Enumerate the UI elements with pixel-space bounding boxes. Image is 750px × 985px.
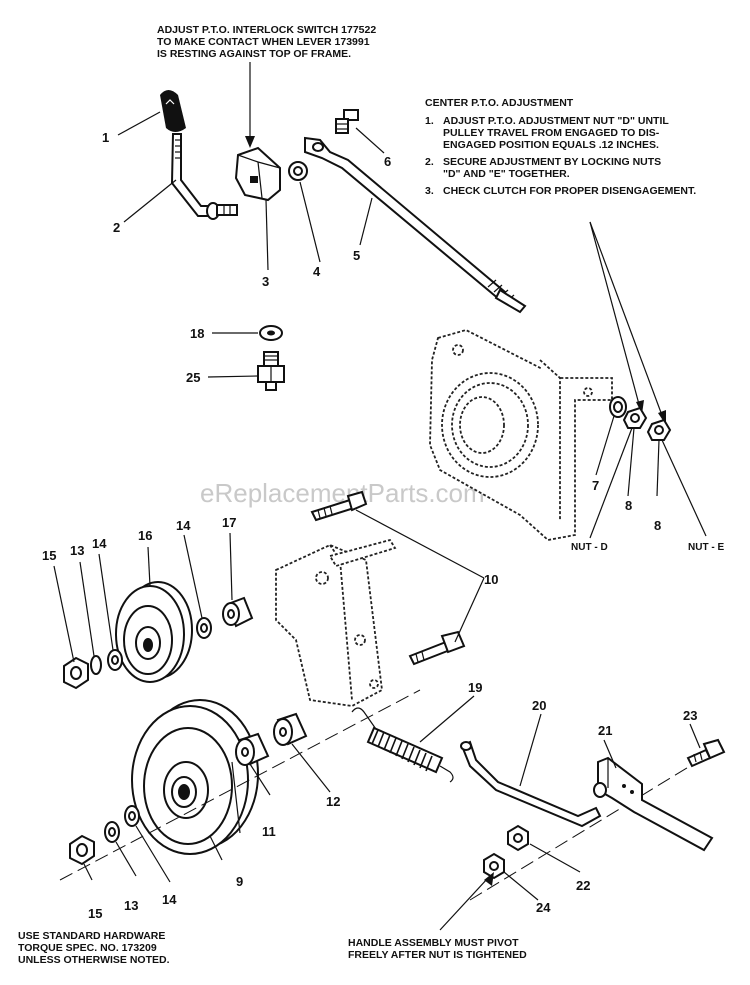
- callout-25: 25: [186, 370, 200, 385]
- gearbox-housing-dashed: [429, 329, 613, 541]
- callout-14-lower: 14: [162, 892, 177, 907]
- nut-part-24: [483, 852, 505, 880]
- callout-12: 12: [326, 794, 340, 809]
- callout-1: 1: [102, 130, 109, 145]
- callout-8-nut-e: 8: [654, 518, 661, 533]
- center-pto-adjustment-note: CENTER P.T.O. ADJUSTMENT 1. ADJUST P.T.O…: [425, 97, 696, 202]
- callout-10: 10: [484, 572, 498, 587]
- callout-20: 20: [532, 698, 546, 713]
- callout-5: 5: [353, 248, 360, 263]
- rod-part-5: [304, 136, 527, 314]
- handle-axis-line: [469, 759, 701, 901]
- callout-23: 23: [683, 708, 697, 723]
- interlock-switch-part-3: [234, 146, 281, 202]
- spacer-part-17: [222, 596, 254, 628]
- interlock-note: ADJUST P.T.O. INTERLOCK SWITCH 177522 TO…: [157, 24, 377, 60]
- bolt-upper-part-10: [310, 490, 368, 522]
- hardware-note: USE STANDARD HARDWARE TORQUE SPEC. NO. 1…: [18, 930, 170, 966]
- washer-part-14-upper-left: [107, 649, 123, 671]
- callout-numbers: 1 2 3 4 5 6 18 25 7 8 8 10 15 13 14 16 1…: [42, 130, 697, 921]
- nut-part-15-lower: [69, 834, 95, 866]
- washer-part-13-upper: [90, 655, 102, 675]
- callout-11: 11: [262, 824, 276, 839]
- washer-part-14-upper-right: [196, 617, 212, 639]
- lever-part-2: [170, 133, 238, 220]
- adjustment-step-3: 3. CHECK CLUTCH FOR PROPER DISENGAGEMENT…: [425, 185, 697, 197]
- spacer-part-12: [273, 712, 308, 746]
- spring-part-19: [351, 707, 454, 783]
- pulley-axis-line: [59, 689, 421, 881]
- callout-2: 2: [113, 220, 120, 235]
- callout-24: 24: [536, 900, 551, 915]
- pulley-part-16: [115, 581, 193, 683]
- nut-part-22: [507, 824, 529, 852]
- nut-d-label: NUT - D: [571, 542, 608, 553]
- callout-14-upper-left: 14: [92, 536, 107, 551]
- pulley-part-9: [131, 699, 259, 855]
- callout-9: 9: [236, 874, 243, 889]
- washer-part-7: [609, 396, 627, 418]
- callout-4: 4: [313, 264, 321, 279]
- nut-part-15-upper: [63, 656, 89, 690]
- handle-plate-part-21: [593, 756, 714, 852]
- callout-19: 19: [468, 680, 482, 695]
- callout-3: 3: [262, 274, 269, 289]
- center-pto-title: CENTER P.T.O. ADJUSTMENT: [425, 97, 574, 109]
- callout-15-upper: 15: [42, 548, 56, 563]
- callout-21: 21: [598, 723, 612, 738]
- callout-18: 18: [190, 326, 204, 341]
- washer-part-14-lower: [124, 805, 140, 827]
- pivot-bracket-dashed: [275, 538, 397, 707]
- bolt-part-23: [686, 738, 726, 768]
- callout-17: 17: [222, 515, 236, 530]
- nut-d-part-8: [622, 406, 648, 429]
- handle-rod-part-20: [460, 740, 602, 828]
- callout-6: 6: [384, 154, 391, 169]
- callout-7: 7: [592, 478, 599, 493]
- callout-8-nut-d: 8: [625, 498, 632, 513]
- spacer-part-11: [235, 732, 270, 766]
- washer-part-13-lower: [104, 821, 120, 843]
- callout-16: 16: [138, 528, 152, 543]
- callout-13-lower: 13: [124, 898, 138, 913]
- fitting-part-25: [257, 351, 285, 391]
- screw-part-6: [335, 109, 359, 134]
- nut-part-18: [259, 325, 283, 341]
- interlock-note-arrow: [245, 62, 255, 148]
- adjustment-step-2: 2. SECURE ADJUSTMENT BY LOCKING NUTS "D"…: [425, 156, 662, 180]
- adjustment-step-1: 1. ADJUST P.T.O. ADJUSTMENT NUT "D" UNTI…: [425, 115, 669, 151]
- callout-14-upper-right: 14: [176, 518, 191, 533]
- handle-pivot-note: HANDLE ASSEMBLY MUST PIVOT FREELY AFTER …: [348, 937, 527, 961]
- nut-e-label: NUT - E: [688, 542, 724, 553]
- callout-15-lower: 15: [88, 906, 102, 921]
- bolt-lower-part-10: [408, 630, 466, 666]
- callout-22: 22: [576, 878, 590, 893]
- leader-lines: [53, 111, 707, 931]
- nut-e-part-8: [646, 418, 672, 441]
- nut-part-4: [288, 161, 308, 181]
- callout-13-upper: 13: [70, 543, 84, 558]
- knob-part-1: [160, 90, 186, 132]
